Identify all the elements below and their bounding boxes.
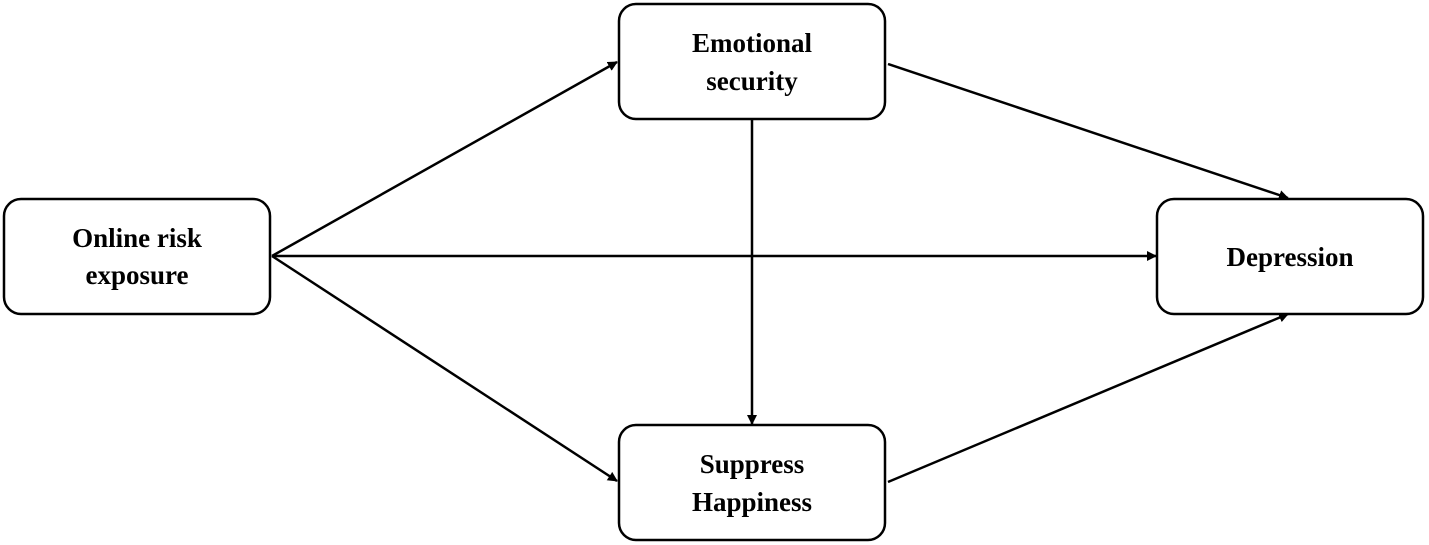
node-suppress-happiness: Suppress Happiness <box>617 423 887 542</box>
node-online-risk-exposure-line-2: exposure <box>85 260 188 290</box>
node-emotional-security: Emotional security <box>617 2 887 121</box>
edge-suppress-happiness-to-depression <box>887 312 1289 484</box>
node-emotional-security-line-1: Emotional <box>692 28 813 58</box>
edges <box>271 60 1289 484</box>
edge-online-risk-to-emotional-security <box>271 60 618 258</box>
node-depression: Depression <box>1155 197 1425 316</box>
node-depression-line-1: Depression <box>1226 242 1353 272</box>
node-suppress-happiness-line-2: Happiness <box>692 487 812 517</box>
node-online-risk-exposure: Online risk exposure <box>2 197 272 316</box>
edge-online-risk-to-suppress-happiness <box>271 254 618 483</box>
node-online-risk-exposure-line-1: Online risk <box>72 223 202 253</box>
edge-emotional-security-to-depression <box>887 62 1289 200</box>
node-emotional-security-line-2: security <box>706 66 798 96</box>
node-suppress-happiness-line-1: Suppress <box>700 449 805 479</box>
